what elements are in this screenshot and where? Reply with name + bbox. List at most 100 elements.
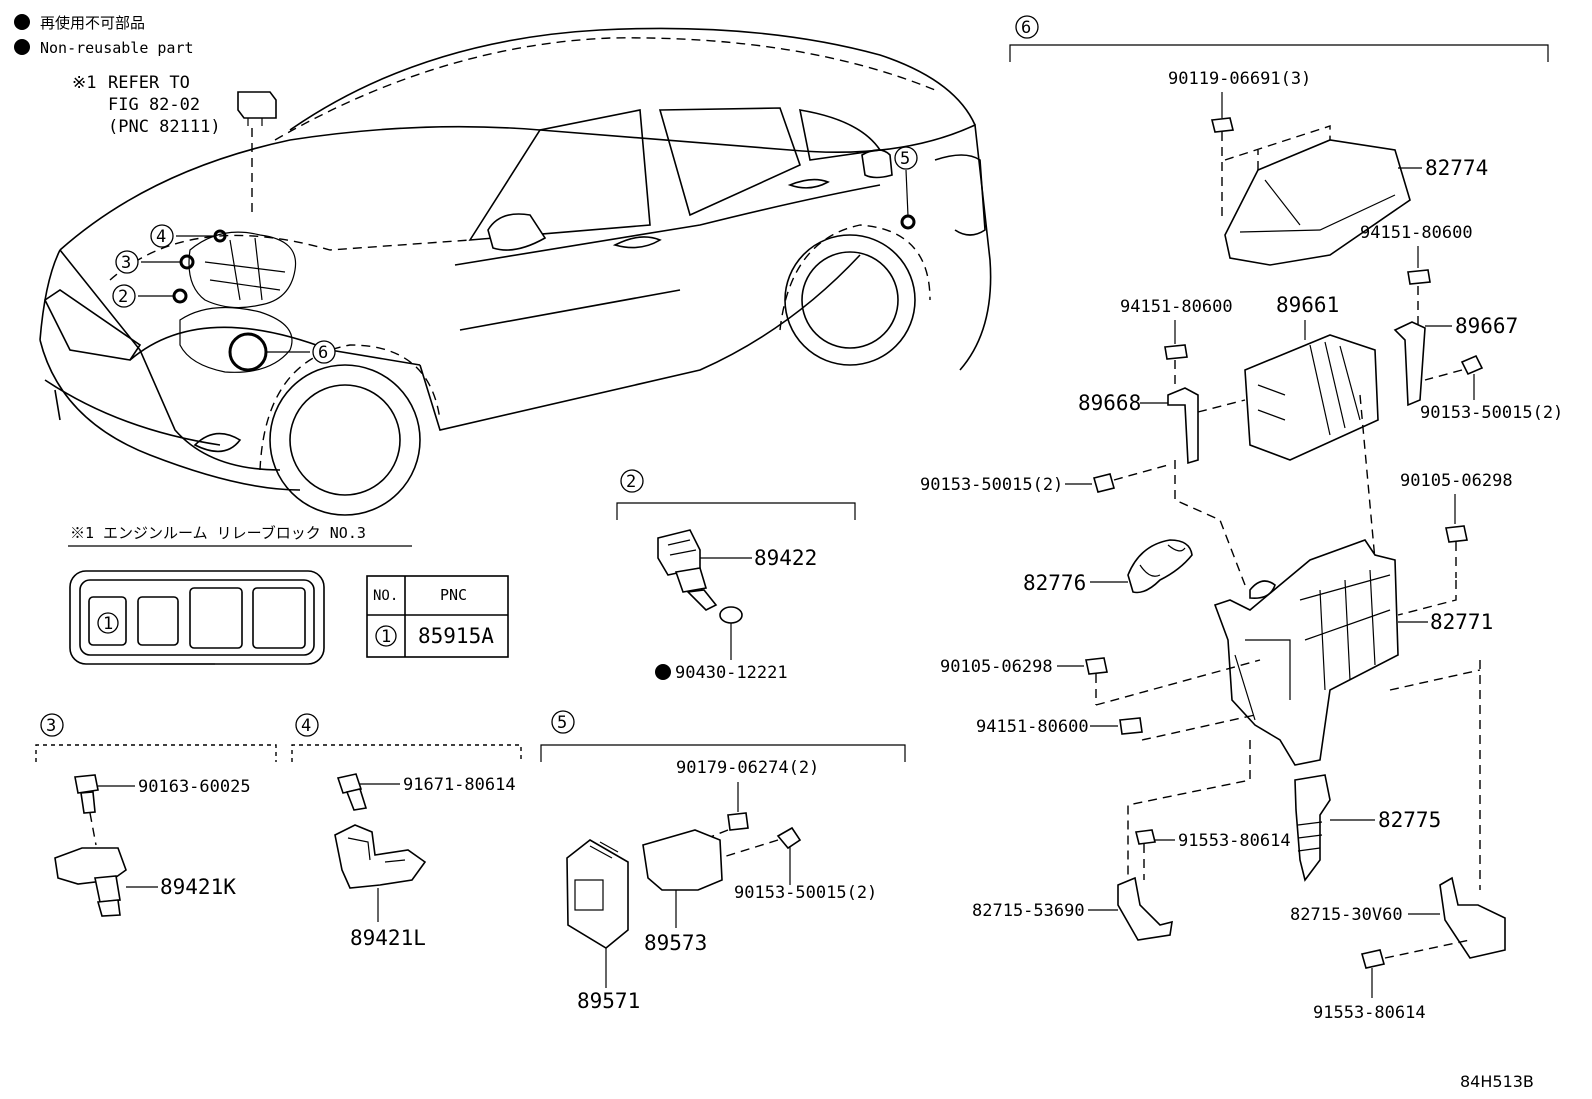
legend-en: Non-reusable part [40,39,194,57]
group-5: 5 90179-06274(2) 90153-50015(2) 89573 89… [540,710,906,1013]
callout-circle-3 [115,250,139,274]
refer-note: ※1 REFER TO FIG 82-02 (PNC 82111) [72,73,277,215]
part-90153-50015-right: 90153-50015(2) [1420,403,1563,423]
cover-82774 [1224,139,1411,266]
part-90153-50015-left: 90153-50015(2) [920,475,1063,495]
part-94151-80600-lower: 94151-80600 [976,717,1089,737]
screw-90153-left [1093,473,1115,493]
relay-slot-2 [137,596,179,646]
group-6: 6 90119-06691(3) 82774 94151-80600 94151… [920,15,1563,1023]
part-82776: 82776 [1023,571,1086,595]
table-header-no: NO. [373,588,398,604]
part-94151-80600-right: 94151-80600 [1360,223,1473,243]
part-89668: 89668 [1078,391,1141,415]
part-89667: 89667 [1455,314,1518,338]
bracket-89667 [1393,321,1426,407]
callout-5: 5 [900,149,910,169]
relay-pnc-table [366,575,509,658]
part-89571: 89571 [577,989,640,1013]
non-reusable-dot-icon [14,14,30,30]
nut-94151-lower [1119,717,1143,735]
table-row-pnc: 85915A [418,624,494,648]
refer-mark: ※1 [72,73,96,93]
non-reusable-dot-icon [14,39,30,55]
bracket-89668 [1167,387,1199,465]
duct-82775 [1294,774,1331,882]
callout-circle-2 [112,284,136,308]
legend-ja: 再使用不可部品 [40,14,145,32]
part-89421K: 89421K [160,875,236,899]
refer-line2: FIG 82-02 [108,95,200,115]
bracket-82715-53690 [1117,876,1173,941]
case-82771 [1213,539,1399,766]
callout-circle-6 [312,340,336,364]
refer-line1: REFER TO [108,73,190,93]
legend: 再使用不可部品 Non-reusable part [14,14,194,57]
bolt-90105-right [1445,525,1468,543]
group-4-number: 4 [301,716,311,736]
screw-90153-right [1460,354,1484,376]
bolt-91553-bottom [1360,949,1386,969]
bolt-90119-06691 [1211,117,1234,133]
group-2-number: 2 [626,472,636,492]
part-91671-80614: 91671-80614 [403,775,516,795]
part-90179-06274: 90179-06274(2) [676,758,819,778]
gasket-ring [719,606,743,624]
group-3-number: 3 [46,716,56,736]
part-91553-80614-mid: 91553-80614 [1178,831,1291,851]
part-89661: 89661 [1276,293,1339,317]
group-3: 3 90163-60025 89421K [35,713,277,917]
bolt-90105-left [1085,657,1108,675]
part-89573: 89573 [644,931,707,955]
relay-slot-1 [88,596,127,646]
part-82715-53690: 82715-53690 [972,901,1085,921]
bracket-89573 [642,829,723,891]
part-91553-80614-bottom: 91553-80614 [1313,1003,1426,1023]
bolt-91553-mid [1135,829,1156,845]
nut-94151-right [1407,269,1431,285]
callout-3: 3 [121,253,131,273]
part-82774: 82774 [1425,156,1488,180]
callout-circle-4 [150,224,174,248]
group-6-number: 6 [1021,18,1031,38]
part-82771: 82771 [1430,610,1493,634]
callout-6: 6 [318,343,328,363]
relay-slot-1-label: 1 [103,614,113,634]
table-row-no: 1 [381,627,391,647]
relay-block-icon [237,91,277,119]
bracket-82715-30V60 [1439,876,1506,959]
part-90163-60025: 90163-60025 [138,777,251,797]
figure-code: 84H513B [1460,1072,1534,1091]
part-90119-06691: 90119-06691(3) [1168,69,1311,89]
nut-94151-left [1164,344,1188,360]
refer-line3: (PNC 82111) [108,117,221,137]
callout-4: 4 [156,227,166,247]
group-5-number: 5 [557,713,567,733]
part-89422: 89422 [754,546,817,570]
part-90105-06298-left: 90105-06298 [940,657,1053,677]
sensor-89421L [334,824,427,889]
callout-2: 2 [118,287,128,307]
relay-block-section: ※1 エンジンルーム リレーブロック NO.3 1 NO. PNC 1 8591… [68,524,509,665]
part-82715-30V60: 82715-30V60 [1290,905,1403,925]
car-callouts: 4 3 2 6 5 [112,146,918,364]
ecu-89661 [1244,334,1379,461]
screw-90153-50015 [776,826,802,850]
part-89421L: 89421L [350,926,426,950]
nut-90179-06274 [727,812,749,831]
grommet-82776 [1127,539,1193,594]
relay-slot-4 [252,587,306,649]
part-82775: 82775 [1378,808,1441,832]
vehicle-illustration [39,27,992,516]
part-90153-50015-g5: 90153-50015(2) [734,883,877,903]
callout-circle-5 [894,146,918,170]
sensor-89421K [54,847,127,885]
group-4: 4 91671-80614 89421L [291,713,522,950]
ecu-89571 [566,839,629,949]
relay-block-title: ※1 エンジンルーム リレーブロック NO.3 [70,524,366,542]
bolt-91671-80614 [336,773,363,794]
part-94151-80600-left: 94151-80600 [1120,297,1233,317]
bolt-90163-60025 [74,774,99,794]
part-90105-06298-right: 90105-06298 [1400,471,1513,491]
